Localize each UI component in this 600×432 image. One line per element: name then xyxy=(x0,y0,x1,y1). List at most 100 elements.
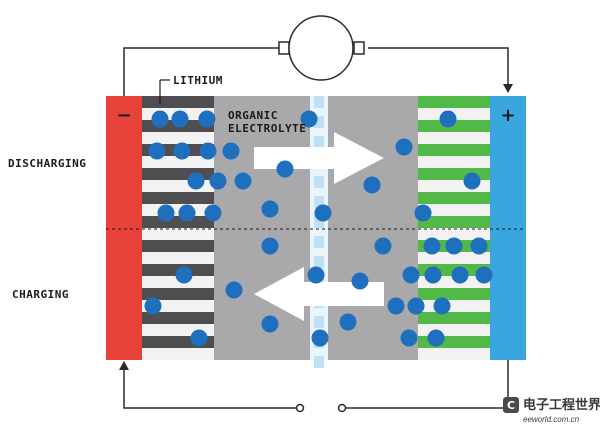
lithium-ion-dot xyxy=(463,172,481,190)
negative-sign: − xyxy=(116,105,131,126)
bottom-wire-right xyxy=(345,360,509,409)
cathode-stripe xyxy=(418,120,490,132)
discharging-label: DISCHARGING xyxy=(8,157,86,170)
arrow-right-icon xyxy=(254,132,384,184)
charging-label: CHARGING xyxy=(12,288,69,301)
cathode-stripe xyxy=(418,348,490,360)
positive-terminal xyxy=(490,96,526,360)
lithium-ion-dot xyxy=(423,237,441,255)
lithium-ion-dot xyxy=(475,266,493,284)
arrow-up-into-negative-icon xyxy=(119,361,129,370)
cathode-stripes xyxy=(418,96,490,360)
cathode-stripe xyxy=(418,96,490,108)
lithium-ion-dot xyxy=(157,204,175,222)
lithium-ion-dot xyxy=(173,142,191,160)
lithium-ion-dot xyxy=(439,110,457,128)
lithium-ion-dot xyxy=(414,204,432,222)
anode-stripe xyxy=(142,228,214,240)
lithium-ion-dot xyxy=(234,172,252,190)
anode-stripe xyxy=(142,288,214,300)
cathode-stripe xyxy=(418,228,490,240)
anode-stripe xyxy=(142,216,214,228)
lithium-ion-dot xyxy=(311,329,329,347)
lithium-ion-dot xyxy=(171,110,189,128)
anode-stripes xyxy=(142,96,214,360)
lithium-ion-dot xyxy=(199,142,217,160)
lithium-ion-dot xyxy=(363,176,381,194)
separator-segment xyxy=(314,116,324,128)
lithium-ion-dot xyxy=(261,315,279,333)
lithium-ion-dot xyxy=(387,297,405,315)
lithium-ion-dot xyxy=(374,237,392,255)
watermark-logo-text: 电子工程世界 xyxy=(523,397,600,413)
open-switch-icon xyxy=(295,403,347,413)
lithium-ion-dot xyxy=(225,281,243,299)
lithium-ion-dot xyxy=(209,172,227,190)
cathode-stripe xyxy=(418,132,490,144)
electrolyte-label-line2: ELECTROLYTE xyxy=(228,122,306,135)
separator-segment xyxy=(314,256,324,268)
lithium-ion-dot xyxy=(261,237,279,255)
top-wire-left xyxy=(123,47,280,96)
separator-segment xyxy=(314,96,324,108)
motor-circle-icon xyxy=(278,15,365,81)
lithium-ion-dot xyxy=(276,160,294,178)
watermark-url-text: eeworld.com.cn xyxy=(523,415,580,424)
lithium-ion-dot xyxy=(204,204,222,222)
separator-segment xyxy=(314,236,324,248)
lithium-ion-dot xyxy=(187,172,205,190)
separator-segment xyxy=(314,176,324,188)
cathode-stripe xyxy=(418,312,490,324)
cathode-stripe xyxy=(418,252,490,264)
cathode-stripe xyxy=(418,300,490,312)
cathode-stripe xyxy=(418,144,490,156)
anode-stripe xyxy=(142,312,214,324)
separator-segment xyxy=(314,356,324,368)
separator xyxy=(310,96,328,368)
anode-stripe xyxy=(142,96,214,108)
anode-stripe xyxy=(142,348,214,360)
anode-stripe xyxy=(142,132,214,144)
cathode-stripe xyxy=(418,192,490,204)
cathode-stripe xyxy=(418,216,490,228)
separator-segment xyxy=(314,196,324,208)
lithium-ion-dot xyxy=(402,266,420,284)
lithium-ion-dot xyxy=(445,237,463,255)
lithium-ion-dot xyxy=(151,110,169,128)
lithium-ion-dot xyxy=(407,297,425,315)
lithium-ion-dot xyxy=(190,329,208,347)
lithium-ion-dot xyxy=(148,142,166,160)
lithium-ion-dot xyxy=(427,329,445,347)
anode-stripe xyxy=(142,240,214,252)
anode-stripe xyxy=(142,192,214,204)
cathode-stripe xyxy=(418,204,490,216)
lithium-label: LITHIUM xyxy=(173,74,223,87)
lithium-ion-dot xyxy=(424,266,442,284)
positive-sign: + xyxy=(500,105,515,126)
electrolyte-label-line1: ORGANIC xyxy=(228,109,278,122)
lithium-ions xyxy=(144,110,493,347)
lithium-ion-dot xyxy=(451,266,469,284)
bottom-wire-left xyxy=(123,370,297,409)
cathode-stripe xyxy=(418,156,490,168)
anode-stripe xyxy=(142,204,214,216)
lithium-ion-dot xyxy=(351,272,369,290)
lithium-ion-dot xyxy=(400,329,418,347)
lithium-ion-dot xyxy=(307,266,325,284)
anode-stripe xyxy=(142,156,214,168)
lithium-ion-dot xyxy=(178,204,196,222)
eeworld-logo-icon xyxy=(503,397,519,413)
lithium-ion-dot xyxy=(261,200,279,218)
anode-stripe xyxy=(142,252,214,264)
lithium-ion-dot xyxy=(433,297,451,315)
arrow-down-into-positive-icon xyxy=(503,84,513,93)
lithium-ion-dot xyxy=(198,110,216,128)
anode-stripe xyxy=(142,276,214,288)
lithium-ion-dot xyxy=(470,237,488,255)
lithium-ion-dot xyxy=(314,204,332,222)
svg-text:C: C xyxy=(507,399,515,412)
separator-segment xyxy=(314,216,324,228)
eeworld-watermark: C 电子工程世界 eeworld.com.cn xyxy=(503,397,600,424)
lithium-ion-dot xyxy=(175,266,193,284)
